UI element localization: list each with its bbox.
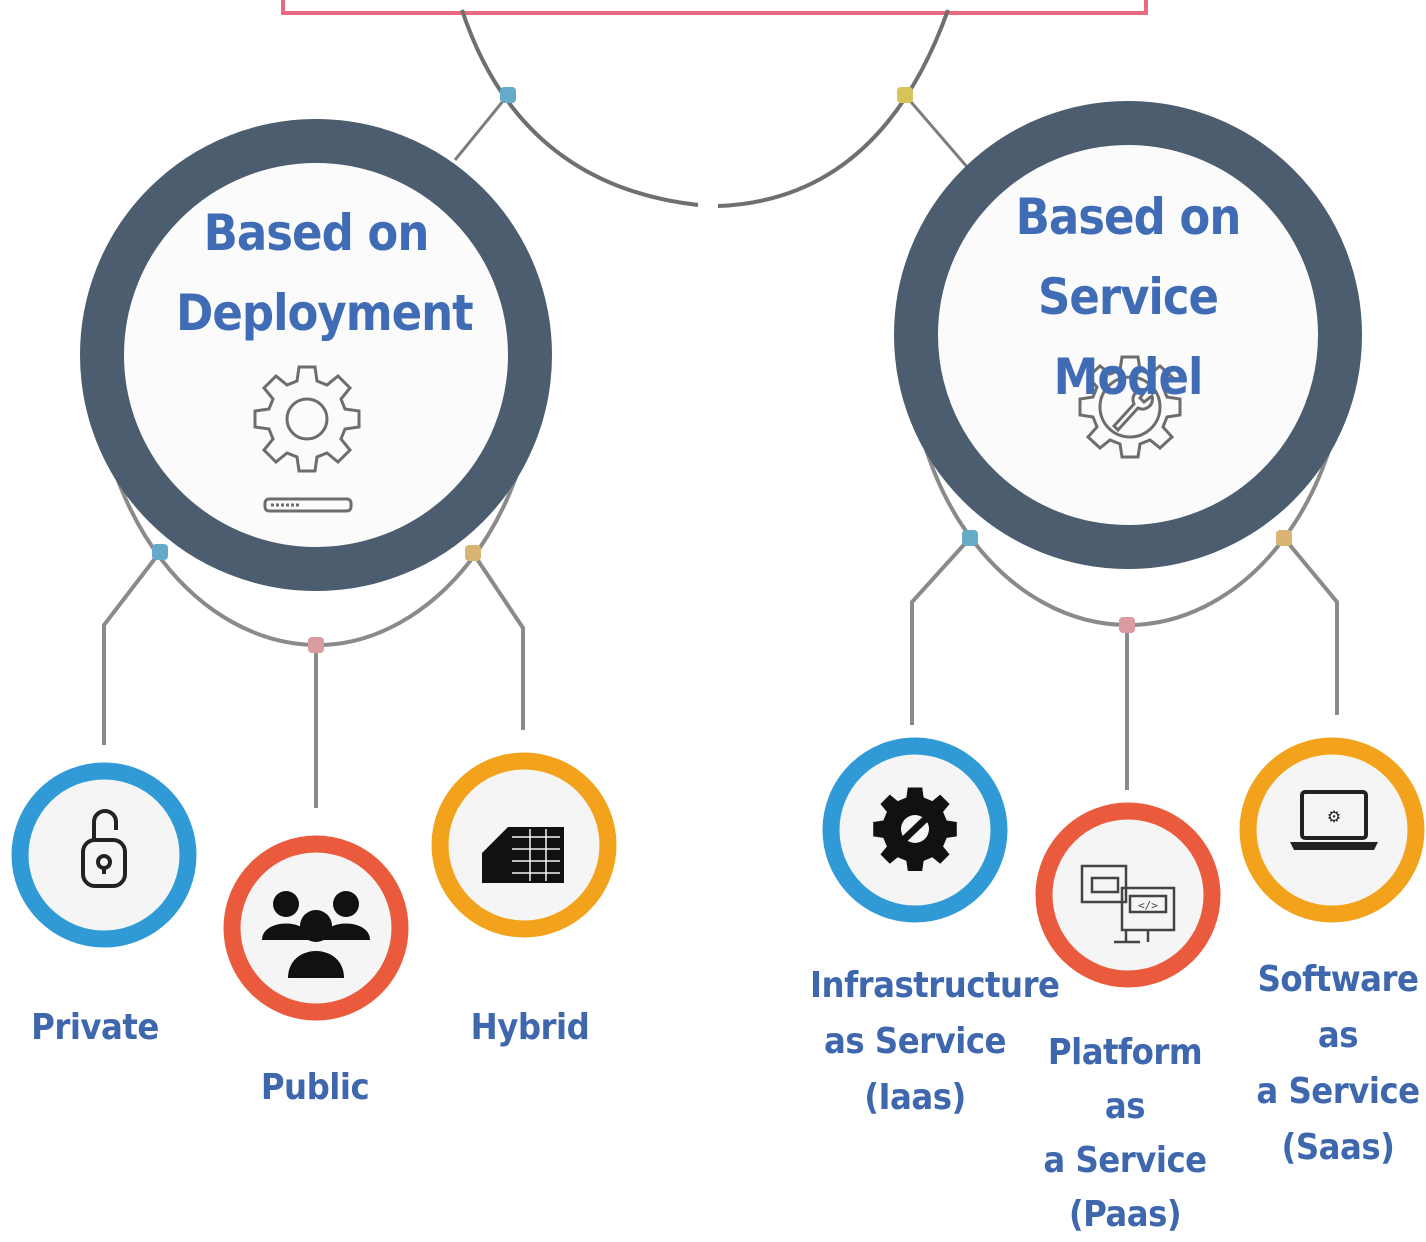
paas-label-line2: a Service <box>1043 1140 1207 1181</box>
connector-dot <box>1276 530 1292 546</box>
gear-icon <box>873 787 957 871</box>
top-connector-arc <box>460 9 699 207</box>
connector-dot <box>152 544 168 560</box>
padlock-icon <box>81 809 127 888</box>
iaas-label-line2: as Service <box>823 1021 1007 1062</box>
branch-hybrid <box>471 551 525 730</box>
deployment-title-line1: Based on <box>203 204 430 262</box>
service-hub-ring <box>894 101 1362 569</box>
gear-settings-icon <box>253 365 361 513</box>
connector-dot <box>897 87 913 103</box>
server-rack-icon <box>482 827 564 883</box>
top-banner-frame <box>281 0 1148 15</box>
saas-label-line3: (Saas) <box>1281 1127 1395 1168</box>
code-screens-icon: </> <box>1080 864 1176 944</box>
hybrid-label: Hybrid <box>470 1007 590 1048</box>
connector-dot <box>308 637 324 653</box>
people-group-icon <box>262 891 370 978</box>
iaas-label-line1: Infrastructure <box>810 965 1060 1006</box>
svg-text:</>: </> <box>1138 899 1158 912</box>
service-model-title-line2: Service Model <box>1037 268 1219 406</box>
link-deployment-hub <box>453 94 510 161</box>
paas-label-line3: (Paas) <box>1068 1194 1182 1235</box>
service-model-title: Based on Service Model <box>983 177 1273 417</box>
branch-private <box>102 550 162 745</box>
branch-iaas <box>910 536 972 725</box>
iaas-label: Infrastructure as Service (Iaas) <box>810 958 1060 1126</box>
private-label: Private <box>31 1007 159 1048</box>
deployment-title-line2: Deployment <box>176 284 474 342</box>
saas-label-line2: a Service <box>1256 1071 1420 1112</box>
deployment-title: Based on Deployment <box>176 193 474 353</box>
svg-text:⚙: ⚙ <box>1327 807 1341 826</box>
connector-dot <box>500 87 516 103</box>
connector-dot <box>465 545 481 561</box>
paas-label: Platform as a Service (Paas) <box>1030 1026 1220 1242</box>
link-service-hub <box>903 94 970 169</box>
saas-label: Software as a Service (Saas) <box>1250 952 1426 1176</box>
connector-dot <box>962 530 978 546</box>
iaas-label-line3: (Iaas) <box>864 1077 966 1118</box>
connector-dot <box>1119 617 1135 633</box>
top-connector-arc-right <box>717 9 950 208</box>
service-model-title-line1: Based on <box>1015 188 1242 246</box>
deployment-hub-ring <box>80 119 552 591</box>
diagram-canvas: </> ⚙ <box>11 0 1425 1021</box>
public-label: Public <box>260 1067 370 1108</box>
gear-wrench-icon <box>1078 355 1182 459</box>
cloud-types-diagram: </> ⚙ Based on Deployment Based on Servi… <box>11 0 1426 1235</box>
paas-label-line1: Platform as <box>1047 1032 1203 1127</box>
saas-node-ring <box>1239 737 1425 923</box>
paas-node-ring <box>1035 802 1221 988</box>
branch-saas <box>1282 536 1339 715</box>
laptop-icon: ⚙ <box>1290 790 1378 850</box>
saas-label-line1: Software as <box>1257 959 1419 1056</box>
